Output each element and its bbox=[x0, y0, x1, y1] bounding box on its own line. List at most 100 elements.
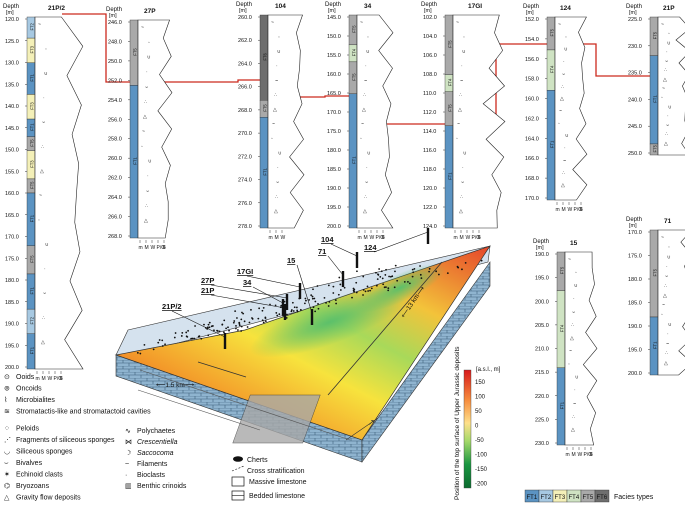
well-dot bbox=[295, 306, 298, 309]
well-dot bbox=[388, 275, 390, 278]
well-dot bbox=[305, 299, 307, 302]
well-dot bbox=[208, 326, 211, 329]
well-dot bbox=[364, 290, 367, 293]
depth-tick: 160.0 bbox=[5, 191, 19, 197]
facies-swatch-label: FT1 bbox=[527, 495, 538, 501]
facies-label: FT5 bbox=[30, 181, 35, 189]
legend-right-item: Massive limestone bbox=[249, 479, 307, 486]
facies-label: FT2 bbox=[30, 316, 35, 324]
grain-scale-label: P/G bbox=[376, 235, 385, 241]
column-34: Depth[m]34FT5FT4FT5FT1145.0150.0155.0160… bbox=[325, 2, 394, 241]
well-dot bbox=[261, 309, 264, 312]
depth-tick: 225.0 bbox=[628, 17, 642, 23]
svg-text:∴: ∴ bbox=[665, 132, 668, 138]
column-21P2: Depth[m]21P/2FT2FT3FT1FT3FT1FT5FT3FT5FT1… bbox=[3, 4, 84, 382]
well-marker bbox=[281, 299, 285, 315]
well-dot bbox=[412, 271, 415, 274]
facies-label: FT2 bbox=[30, 22, 35, 30]
svg-text:△: △ bbox=[561, 183, 565, 189]
well-dot bbox=[428, 267, 431, 270]
svg-text:⌣: ⌣ bbox=[276, 180, 279, 186]
svg-text:∴: ∴ bbox=[41, 144, 44, 150]
well-dot bbox=[435, 270, 438, 273]
well-dot bbox=[223, 319, 226, 322]
column-title: 21P/2 bbox=[48, 5, 65, 12]
depth-tick: 180.0 bbox=[628, 277, 642, 283]
svg-text:△: △ bbox=[4, 495, 10, 502]
svg-text:~: ~ bbox=[661, 235, 664, 241]
colorbar-tick: 100 bbox=[475, 395, 486, 401]
legend-left-item: Fragments of siliceous sponges bbox=[16, 437, 115, 444]
depth-tick: 200.0 bbox=[5, 365, 19, 371]
well-dot bbox=[238, 324, 241, 327]
depth-tick: 246.0 bbox=[108, 20, 122, 26]
depth-unit: [m] bbox=[6, 10, 14, 16]
svg-text:⌣: ⌣ bbox=[364, 78, 367, 84]
facies-label: FT3 bbox=[30, 160, 35, 168]
well-dot bbox=[480, 259, 483, 262]
svg-text:△: △ bbox=[571, 427, 575, 433]
well-dot bbox=[311, 297, 314, 300]
svg-text:∪: ∪ bbox=[45, 242, 49, 248]
svg-text:⌣: ⌣ bbox=[666, 341, 669, 347]
svg-text:△: △ bbox=[363, 209, 367, 215]
depth-tick: 124.0 bbox=[423, 224, 437, 230]
well-label: 17GI bbox=[237, 267, 253, 276]
well-dot bbox=[403, 281, 406, 283]
well-dot bbox=[164, 343, 166, 346]
well-label: 104 bbox=[321, 235, 334, 244]
well-dot bbox=[211, 325, 214, 327]
depth-tick: 118.0 bbox=[423, 167, 436, 173]
depth-tick: 150.0 bbox=[5, 148, 19, 154]
depth-tick: 170.0 bbox=[5, 235, 19, 241]
depth-label: Depth bbox=[626, 4, 642, 10]
svg-text:∪: ∪ bbox=[667, 40, 671, 46]
svg-text:∴: ∴ bbox=[275, 194, 278, 200]
depth-tick: 200.0 bbox=[327, 224, 341, 230]
well-dot bbox=[356, 270, 358, 273]
depth-tick: 185.0 bbox=[327, 167, 341, 173]
depth-tick: 230.0 bbox=[535, 441, 549, 447]
well-dot bbox=[193, 337, 196, 340]
svg-text:∪: ∪ bbox=[147, 55, 151, 61]
well-dot bbox=[291, 301, 294, 304]
legend-left-item: Bivalves bbox=[16, 460, 43, 467]
facies-label: FT1 bbox=[653, 341, 658, 349]
well-dot bbox=[396, 279, 399, 282]
depth-tick: 130.0 bbox=[5, 61, 19, 67]
svg-text:∴: ∴ bbox=[561, 84, 564, 90]
depth-tick: 155.0 bbox=[327, 53, 341, 59]
well-dot bbox=[261, 319, 264, 322]
svg-text:◦: ◦ bbox=[568, 362, 570, 368]
svg-text:·: · bbox=[44, 266, 46, 272]
well-dot bbox=[139, 352, 142, 355]
depth-tick: 195.0 bbox=[327, 205, 341, 211]
facies-label: FT3 bbox=[30, 102, 35, 110]
svg-text:∪: ∪ bbox=[564, 47, 568, 53]
facies-label: FT4 bbox=[352, 48, 357, 56]
depth-tick: 162.0 bbox=[525, 116, 539, 122]
svg-text:∪: ∪ bbox=[278, 151, 282, 157]
well-dot bbox=[382, 283, 385, 286]
well-dot bbox=[456, 265, 459, 268]
well-dot bbox=[362, 288, 365, 291]
well-dot bbox=[389, 275, 392, 278]
grain-scale-label: m bbox=[358, 235, 362, 241]
legend-mid-item: Benthic crinoids bbox=[137, 483, 187, 490]
grain-scale-label: m bbox=[139, 245, 143, 251]
grain-scale-label: B bbox=[163, 245, 167, 251]
svg-text:◦: ◦ bbox=[141, 144, 143, 150]
depth-tick: 210.0 bbox=[535, 347, 549, 353]
depth-tick: 140.0 bbox=[5, 104, 19, 110]
svg-text:◦: ◦ bbox=[278, 35, 280, 41]
well-dot bbox=[312, 288, 314, 291]
legend-left-item: Oncoids bbox=[16, 386, 42, 393]
svg-text:~: ~ bbox=[558, 22, 561, 28]
legend-left-item: Stromatactis-like and stromatactoid cavi… bbox=[16, 409, 151, 416]
depth-tick: 114.0 bbox=[423, 129, 436, 135]
svg-text:⁘: ⁘ bbox=[4, 426, 10, 433]
depth-tick: 160.0 bbox=[327, 72, 341, 78]
legend-left: ⊙Ooids⊚Oncoids⌇Microbialites≋Stromatacti… bbox=[4, 374, 151, 502]
facies-label: FT5 bbox=[448, 104, 453, 112]
facies-swatch-label: FT6 bbox=[597, 495, 608, 501]
